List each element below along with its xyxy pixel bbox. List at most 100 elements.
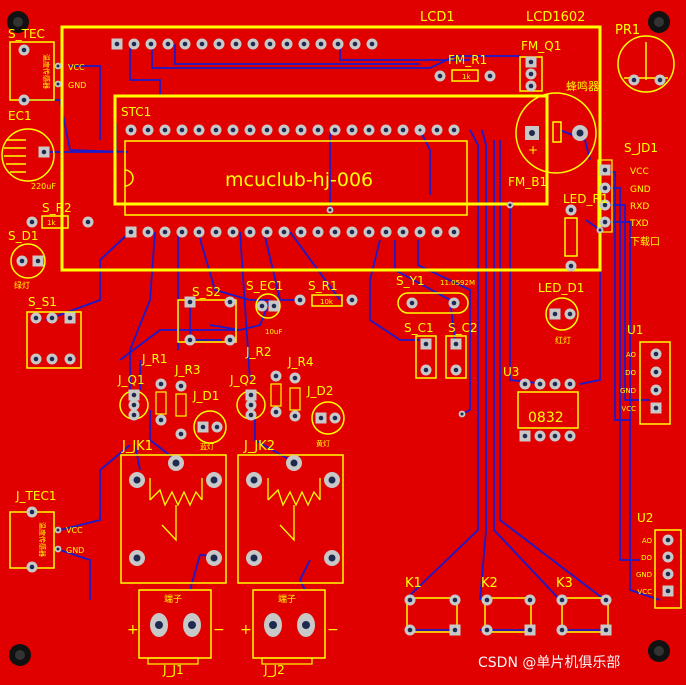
terminal-j-j1: 端子 + − J_J1 [127,589,225,677]
u3-adc0832: U3 0832 [458,365,579,442]
s-c1-ref: S_C1 [404,321,434,335]
u3-ref: U3 [503,365,519,379]
s-tec-sensor: S_TEC VCC GND 温度传感器 [8,27,86,106]
u1-ref: U1 [627,323,643,337]
stc1-chip-body [124,140,468,216]
s-tec-ref: S_TEC [8,27,45,41]
u1pins-label: GND [620,387,636,395]
j-r2-ref: J_R2 [245,345,272,359]
j-d1-color: 蓝灯 [200,442,214,451]
s-tec-vcc-label: VCC [68,63,85,72]
s-r2-value: 1k [47,219,56,227]
jd1-rxd: RXD [630,202,649,212]
u1pins-label: VCC [621,405,636,413]
watermark: CSDN @单片机俱乐部 [478,655,620,671]
mounting-holes [7,11,670,666]
j-tec1-ref: J_TEC1 [15,489,56,503]
j-tec1-sensor: J_TEC1 VCC GND 温度传感器 [9,489,84,573]
stc1-ref: STC1 [121,105,151,119]
s-y1-ref: S_Y1 [396,274,425,288]
j-j2-minus: − [327,622,339,638]
j-j2-ref: J_J2 [263,663,285,677]
u2pins-label: VCC [637,588,652,596]
ec1-capacitor: EC1 220uF [1,109,56,191]
buzzer-label: 蜂鸣器 [566,79,599,93]
s-jd1-header: S_JD1 VCC GND RXD TXD 下载口 [597,141,660,248]
j-j1-plus: + [127,622,139,638]
u2-sensor-module: U2 AO DO GND VCC [636,511,682,609]
j-j2-plus: + [240,622,252,638]
pr1-photoresistor: PR1 [615,23,675,93]
fm-b1-ref: FM_B1 [508,175,547,189]
stc1-mcu: STC1 mcuclub-hj-006 [113,94,549,238]
fm-r1-ref: FM_R1 [448,53,487,67]
j-r4-ref: J_R4 [287,355,314,369]
u2pins-label: GND [636,571,652,579]
jd1-gnd: GND [630,185,651,195]
j-d2-color: 黄灯 [316,439,330,448]
lcd1-ref: LCD1 [420,10,455,25]
jd1-vcc: VCC [630,167,649,177]
j-jk2-ref: J_JK2 [243,439,275,454]
u1pins-label: DO [625,369,636,377]
relay-driver-2: J_R2 J_R4 J_Q2 J_D2 黄灯 [229,345,345,448]
j-d1-ref: J_D1 [192,389,219,403]
led-r1-ref: LED_R1 [563,192,608,206]
lcd1602-label: LCD1602 [526,10,585,25]
s-d1-color: 绿灯 [14,280,30,290]
reset-crystal-section: S_S2 S_EC1 10uF S_R1 10k S_Y1 11.0592M S… [177,274,478,379]
led-d1-ref: LED_D1 [538,281,584,295]
j-j2-terminal-label: 端子 [278,593,296,605]
ec1-ref: EC1 [8,109,32,123]
u2pins-label: DO [641,554,652,562]
s-s1-ref: S_S1 [28,295,57,309]
s-s1-switch: S_S1 [26,295,82,369]
u2pins-label: AO [642,537,653,545]
j-d2-ref: J_D2 [306,384,333,398]
relay-jk2: J_JK2 [237,439,344,584]
buzzer-circuit: FM_R1 1k FM_Q1 蜂鸣器 + FM_B1 [434,39,599,189]
s-r1-ref: S_R1 [308,279,338,293]
s-tec-rotated-label: 温度传感器 [42,54,51,89]
download-port-label: 下载口 [630,236,660,248]
buzzer-plus: + [528,143,538,157]
j-tec1-gnd-label: GND [66,546,84,555]
s-s2-ref: S_S2 [192,285,221,299]
j-r1-ref: J_R1 [141,352,168,366]
s-ec1-ref: S_EC1 [246,279,283,293]
s-ec1-value: 10uF [265,328,282,336]
s-d1-ref: S_D1 [8,229,39,243]
u1pins-label: AO [626,351,637,359]
j-q1-ref: J_Q1 [117,373,145,387]
key-k2: K2 [481,576,536,636]
jd1-txd: TXD [629,219,649,229]
key-k1: K1 [404,576,461,636]
s-d1-led: S_D1 绿灯 [8,229,46,290]
fm-q1-ref: FM_Q1 [521,39,561,53]
key-k3: K3 [556,576,612,636]
j-tec1-rotated-label: 温度传感器 [38,522,47,557]
stc1-outer-outline [113,94,549,206]
s-r1-value: 10k [320,298,334,306]
relay-driver-1: J_R1 J_R3 J_Q1 J_D1 蓝灯 [117,352,227,451]
s-r2-resistor: S_R2 1k [26,201,94,229]
j-tec1-vcc-label: VCC [66,526,83,535]
j-j1-ref: J_J1 [162,663,184,677]
pr1-ref: PR1 [615,23,640,38]
led-d1-color: 红灯 [555,335,571,345]
lcd-outline [60,25,602,272]
k2-ref: K2 [481,576,498,591]
ec1-value: 220uF [31,182,56,191]
j-jk1-ref: J_JK1 [121,439,153,454]
u1-sensor-module: U1 AO DO GND VCC [620,323,671,425]
k1-ref: K1 [405,576,422,591]
j-q2-ref: J_Q2 [229,373,257,387]
j-j1-minus: − [213,622,225,638]
s-c2-ref: S_C2 [448,321,478,335]
j-r3-ref: J_R3 [174,363,201,377]
u2-ref: U2 [637,511,653,525]
s-tec-gnd-label: GND [68,81,86,90]
s-y1-value: 11.0592M [440,279,475,287]
led-indicator: LED_R1 LED_D1 红灯 [538,192,608,345]
